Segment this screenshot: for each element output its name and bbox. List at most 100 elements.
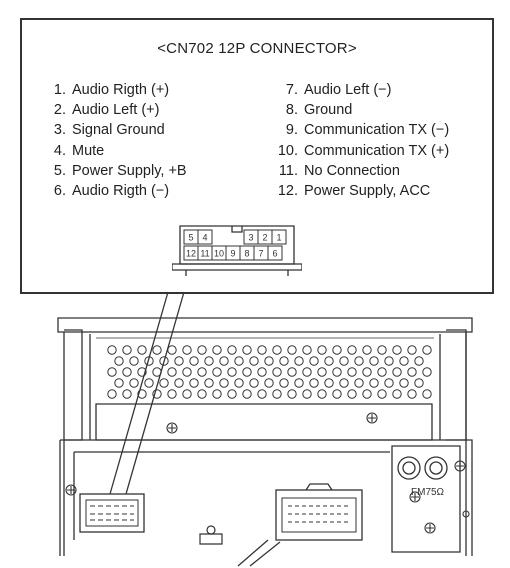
pin-label: Power Supply, ACC xyxy=(304,183,431,200)
pin-label: Audio Left (+) xyxy=(72,102,160,119)
vent-hole xyxy=(347,345,357,355)
vent-hole xyxy=(129,356,139,366)
vent-hole xyxy=(242,345,252,355)
screws xyxy=(65,412,470,534)
vent-holes xyxy=(107,345,432,399)
vent-hole xyxy=(204,356,214,366)
vent-hole xyxy=(219,356,229,366)
vent-hole xyxy=(392,389,402,399)
pin-item: 7.Audio Left (−) xyxy=(285,82,392,98)
pin-item: 1.Audio Rigth (+) xyxy=(53,82,170,98)
vent-hole xyxy=(407,345,417,355)
vent-hole xyxy=(204,378,214,388)
vent-hole xyxy=(122,367,132,377)
antenna-panel xyxy=(391,445,461,553)
vent-hole xyxy=(114,356,124,366)
vent-hole xyxy=(279,378,289,388)
vent-hole xyxy=(242,389,252,399)
vent-hole xyxy=(182,345,192,355)
pin-item: 5.Power Supply, +B xyxy=(53,162,187,179)
vent-hole xyxy=(107,345,117,355)
vent-hole xyxy=(129,378,139,388)
vent-hole xyxy=(324,378,334,388)
connector-callout-box: <CN702 12P CONNECTOR> 1.Audio Rigth (+) … xyxy=(20,18,494,294)
bottom-row-pin-cell xyxy=(267,245,283,261)
vent-hole xyxy=(212,367,222,377)
vent-hole xyxy=(399,378,409,388)
vent-hole xyxy=(122,389,132,399)
pin-number: 9 xyxy=(230,249,235,259)
pin-item: 10.Communication TX (+) xyxy=(277,142,450,159)
vent-hole xyxy=(317,345,327,355)
vent-hole xyxy=(167,389,177,399)
vent-hole xyxy=(309,378,319,388)
pin-list-right: 7.Audio Left (−) 8.Ground 9.Communicatio… xyxy=(272,80,449,201)
vent-hole xyxy=(257,367,267,377)
vent-hole xyxy=(354,378,364,388)
vent-hole xyxy=(339,356,349,366)
pin-item: 11.No Connection xyxy=(278,162,400,179)
pin-number: 1 xyxy=(276,233,281,243)
vent-hole xyxy=(422,367,432,377)
vent-hole xyxy=(159,378,169,388)
vent-hole xyxy=(309,356,319,366)
vent-hole xyxy=(377,389,387,399)
vent-hole xyxy=(324,356,334,366)
vent-hole xyxy=(159,356,169,366)
vent-hole xyxy=(182,367,192,377)
vent-hole xyxy=(257,345,267,355)
vent-hole xyxy=(384,378,394,388)
pin-label: Audio Left (−) xyxy=(304,82,392,98)
pin-item: 3.Signal Ground xyxy=(53,122,165,139)
pin-number: 11 xyxy=(200,249,209,259)
vent-hole xyxy=(234,378,244,388)
pin-item: 8.Ground xyxy=(285,102,353,119)
vent-hole xyxy=(174,378,184,388)
vent-hole xyxy=(197,389,207,399)
vent-hole xyxy=(332,389,342,399)
vent-hole xyxy=(197,367,207,377)
vent-hole xyxy=(197,345,207,355)
pin-item: 2.Audio Left (+) xyxy=(53,102,160,119)
cn702-connector-chassis xyxy=(79,493,145,533)
vent-hole xyxy=(227,367,237,377)
vent-hole xyxy=(107,367,117,377)
vent-hole xyxy=(347,367,357,377)
vent-hole xyxy=(212,345,222,355)
pin-item: 4.Mute xyxy=(53,142,105,159)
vent-hole xyxy=(354,356,364,366)
pin-label: Mute xyxy=(72,142,105,159)
vent-hole xyxy=(392,367,402,377)
pin-item: 12.Power Supply, ACC xyxy=(277,183,431,200)
pin-number: 5 xyxy=(188,233,193,243)
vent-hole xyxy=(414,356,424,366)
vent-hole xyxy=(392,345,402,355)
vent-hole xyxy=(407,367,417,377)
vent-hole xyxy=(317,389,327,399)
vent-hole xyxy=(302,367,312,377)
vent-hole xyxy=(174,356,184,366)
vent-hole xyxy=(414,378,424,388)
vent-hole xyxy=(362,389,372,399)
vent-hole xyxy=(264,356,274,366)
vent-hole xyxy=(332,345,342,355)
vent-hole xyxy=(227,345,237,355)
pin-number: 10 xyxy=(214,249,224,259)
vent-hole xyxy=(152,345,162,355)
vent-hole xyxy=(144,378,154,388)
vent-hole xyxy=(362,367,372,377)
vent-hole xyxy=(167,345,177,355)
pin-number: 3 xyxy=(248,233,253,243)
vent-hole xyxy=(287,389,297,399)
vent-hole xyxy=(422,389,432,399)
vent-hole xyxy=(249,356,259,366)
vent-hole xyxy=(317,367,327,377)
small-mount xyxy=(199,525,223,545)
vent-hole xyxy=(384,356,394,366)
pin-number: 2 xyxy=(262,233,267,243)
antenna-label: FM75Ω xyxy=(411,487,445,498)
pin-number: 12 xyxy=(186,249,196,259)
vent-hole xyxy=(332,367,342,377)
vent-hole xyxy=(399,356,409,366)
